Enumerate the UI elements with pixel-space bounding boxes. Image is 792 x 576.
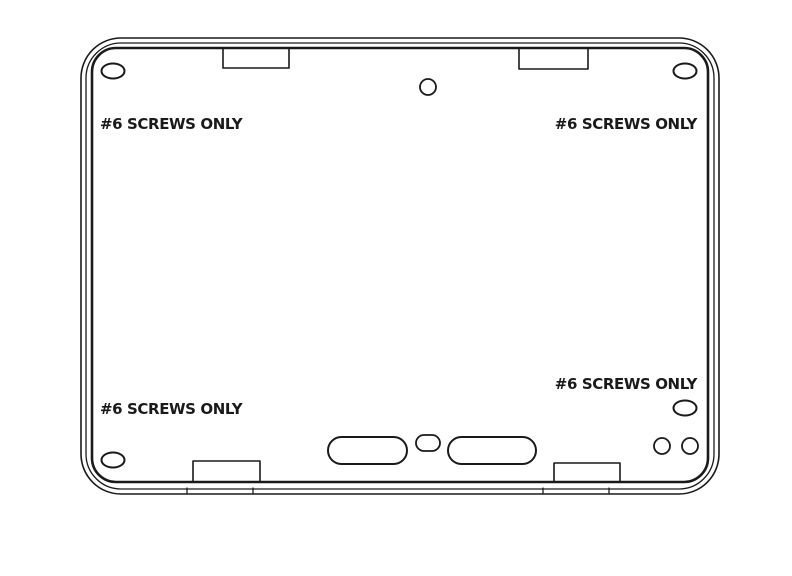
- wire-opening-left: [328, 437, 407, 464]
- small-hole-right: [682, 438, 698, 454]
- mounting-plate: #6 SCREWS ONLY #6 SCREWS ONLY #6 SCREWS …: [81, 38, 719, 494]
- wire-opening-center-slot: [416, 435, 440, 451]
- top-right-tab: [519, 48, 588, 69]
- wire-opening-right: [448, 437, 536, 464]
- screw-slot-top-left: [102, 64, 125, 79]
- plate-outer-edge-inner-line: [86, 43, 714, 489]
- label-screws-bottom-left: #6 SCREWS ONLY: [100, 400, 244, 418]
- label-screws-bottom-right: #6 SCREWS ONLY: [555, 375, 699, 393]
- top-center-hole: [420, 79, 436, 95]
- plate-outer-edge: [81, 38, 719, 494]
- small-hole-left: [654, 438, 670, 454]
- label-screws-top-left: #6 SCREWS ONLY: [100, 115, 244, 133]
- bottom-right-tab: [554, 463, 620, 482]
- bottom-left-tab: [193, 461, 260, 482]
- screw-slot-bottom-left: [102, 453, 125, 468]
- screw-slot-bottom-right: [674, 401, 697, 416]
- label-screws-top-right: #6 SCREWS ONLY: [555, 115, 699, 133]
- top-left-tab: [223, 48, 289, 68]
- screw-slot-top-right: [674, 64, 697, 79]
